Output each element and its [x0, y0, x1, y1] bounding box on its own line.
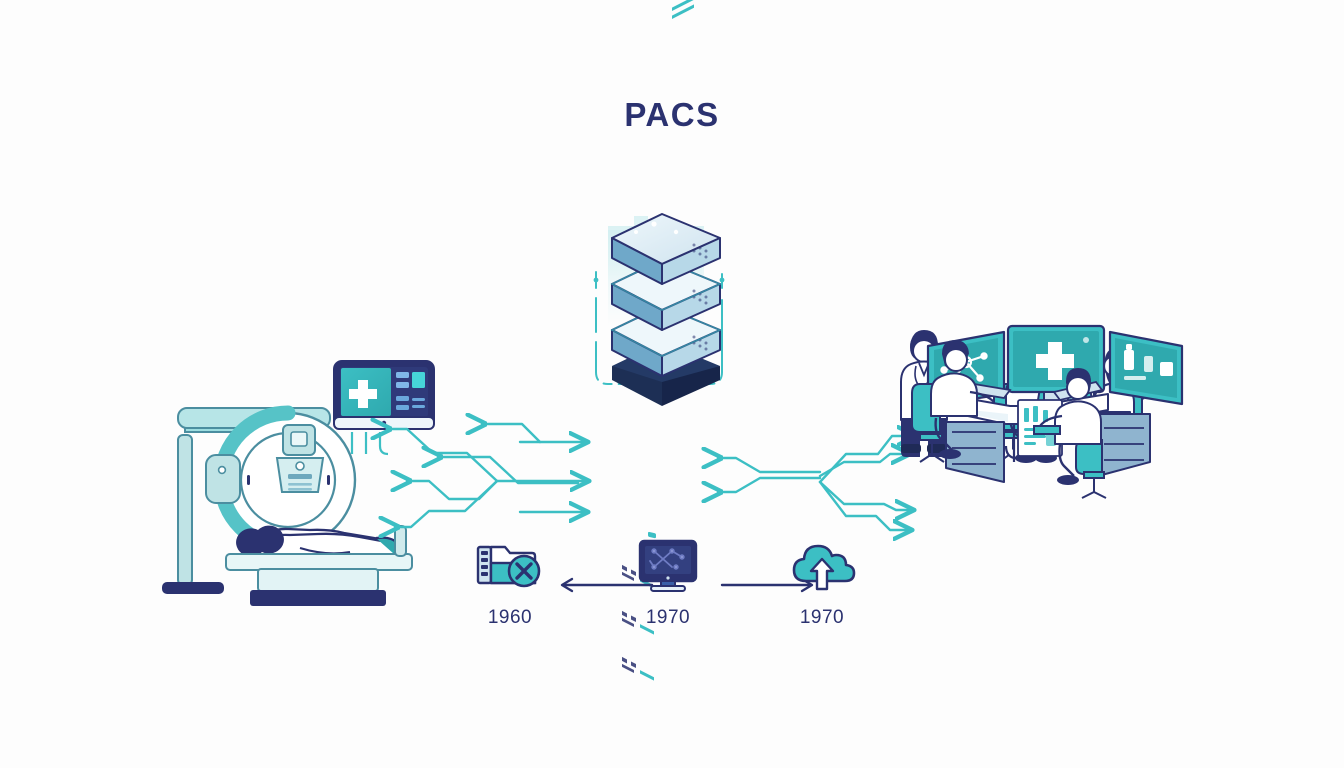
- diagram-graphics: [162, 0, 1184, 681]
- timeline-item-0[interactable]: 1960: [450, 535, 570, 629]
- left-arrow-group: [387, 416, 587, 527]
- film-folder-disabled-icon: [450, 535, 570, 595]
- right-arrow-group: [718, 436, 914, 530]
- timeline-label-1: 1970: [645, 607, 691, 628]
- timeline-label-2: 1970: [799, 607, 845, 628]
- desktop-monitor-icon: [608, 535, 728, 595]
- timeline-item-1[interactable]: 1970: [608, 535, 728, 629]
- reading-workstation: [911, 324, 1184, 499]
- page-title: PACS: [624, 96, 720, 133]
- server-stack: [593, 0, 725, 681]
- ct-scanner: [162, 405, 413, 606]
- timeline-item-2[interactable]: 1970: [762, 535, 882, 629]
- timeline-arrow-left: [556, 575, 656, 595]
- cloud-upload-icon: [762, 535, 882, 595]
- timeline: 1960: [440, 535, 900, 645]
- timeline-label-0: 1960: [487, 607, 533, 628]
